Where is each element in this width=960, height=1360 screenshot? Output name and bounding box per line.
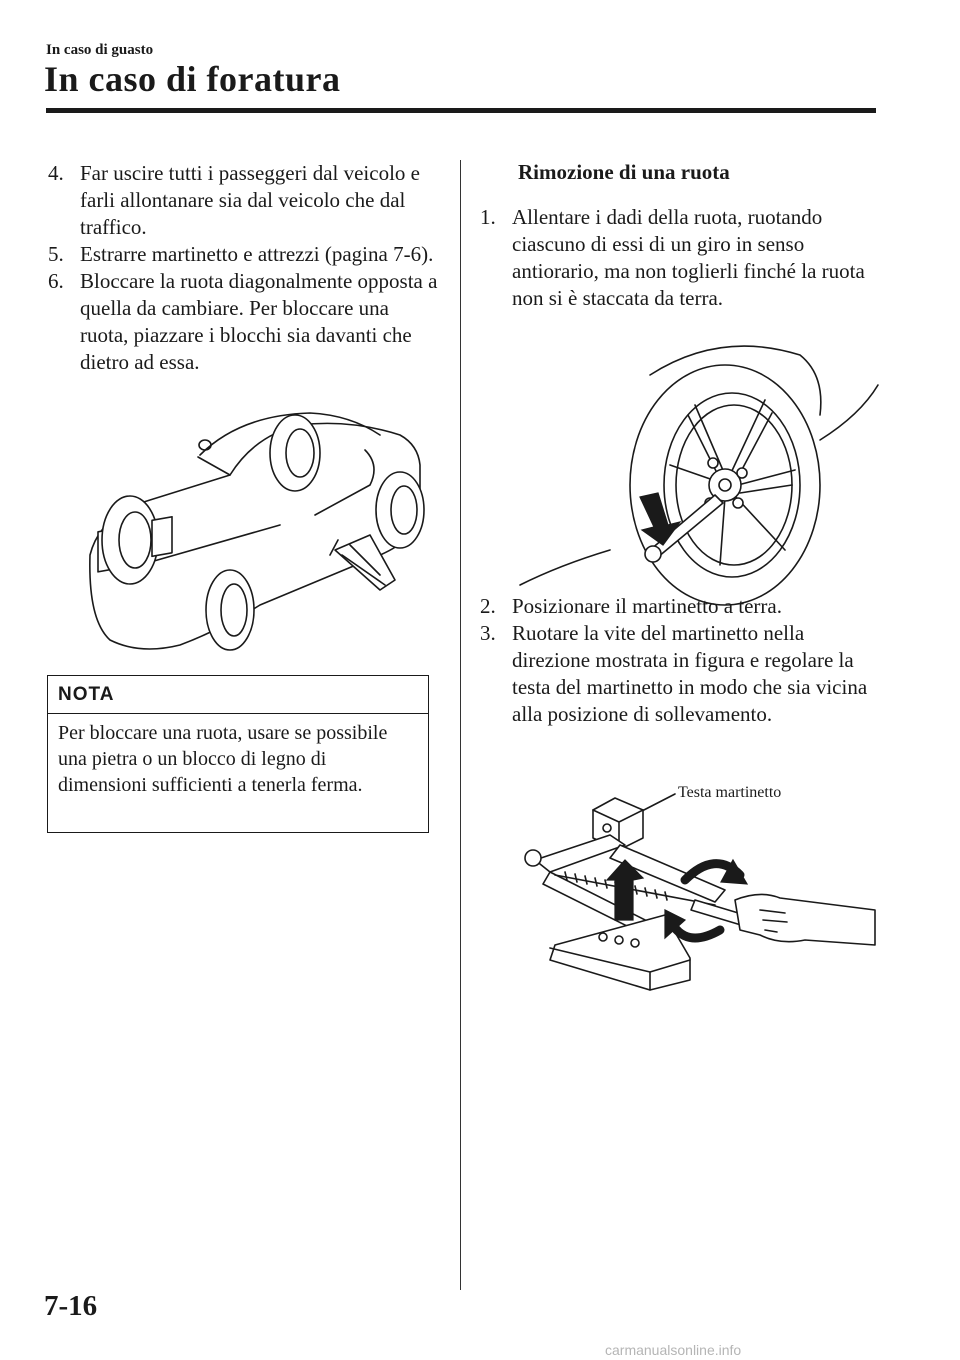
step-3: 3. Ruotare la vite del martinetto nella d… <box>480 620 880 728</box>
section-subheading: Rimozione di una ruota <box>518 160 730 184</box>
step-text: Allentare i dadi della ruota, ruotando c… <box>512 205 865 310</box>
step-text: Posizionare il martinetto a terra. <box>512 594 782 618</box>
section-label: In caso di guasto <box>46 42 154 58</box>
left-steps: 4. Far uscire tutti i passeggeri dal veic… <box>48 160 440 376</box>
step-5: 5. Estrarre martinetto e attrezzi (pagina… <box>48 241 440 268</box>
page-number: 7-16 <box>44 1290 98 1322</box>
step-4: 4. Far uscire tutti i passeggeri dal veic… <box>48 160 440 241</box>
step-text: Estrarre martinetto e attrezzi (pagina 7… <box>80 242 434 266</box>
note-heading: NOTA <box>48 676 428 714</box>
step-text: Ruotare la vite del martinetto nella dir… <box>512 621 868 726</box>
title-rule <box>46 108 876 113</box>
step-number: 6. <box>48 269 64 293</box>
step-number: 3. <box>480 621 496 645</box>
note-box: NOTA Per bloccare una ruota, usare se po… <box>47 675 429 833</box>
column-divider <box>460 160 461 1290</box>
step-number: 5. <box>48 242 64 266</box>
page-title: In caso di foratura <box>44 59 341 99</box>
step-text: Bloccare la ruota diagonalmente opposta … <box>80 269 438 374</box>
car-wheel-blocks-illustration <box>89 412 425 651</box>
step-text: Far uscire tutti i passeggeri dal veicol… <box>80 161 420 239</box>
scissor-jack-illustration <box>524 793 876 991</box>
step-number: 2. <box>480 594 496 618</box>
step-number: 1. <box>480 205 496 229</box>
note-body: Per bloccare una ruota, usare se possibi… <box>58 722 388 796</box>
wheel-nut-wrench-illustration <box>519 345 879 606</box>
step-1: 1. Allentare i dadi della ruota, ruotando… <box>480 204 880 312</box>
step-6: 6. Bloccare la ruota diagonalmente oppost… <box>48 268 440 376</box>
right-steps-b: 2. Posizionare il martinetto a terra. 3. R… <box>480 593 880 728</box>
jack-head-callout: Testa martinetto <box>678 784 782 801</box>
step-2: 2. Posizionare il martinetto a terra. <box>480 593 880 620</box>
right-steps-a: 1. Allentare i dadi della ruota, ruotando… <box>480 204 880 312</box>
watermark: carmanualsonline.info <box>605 1342 742 1358</box>
step-number: 4. <box>48 161 64 185</box>
